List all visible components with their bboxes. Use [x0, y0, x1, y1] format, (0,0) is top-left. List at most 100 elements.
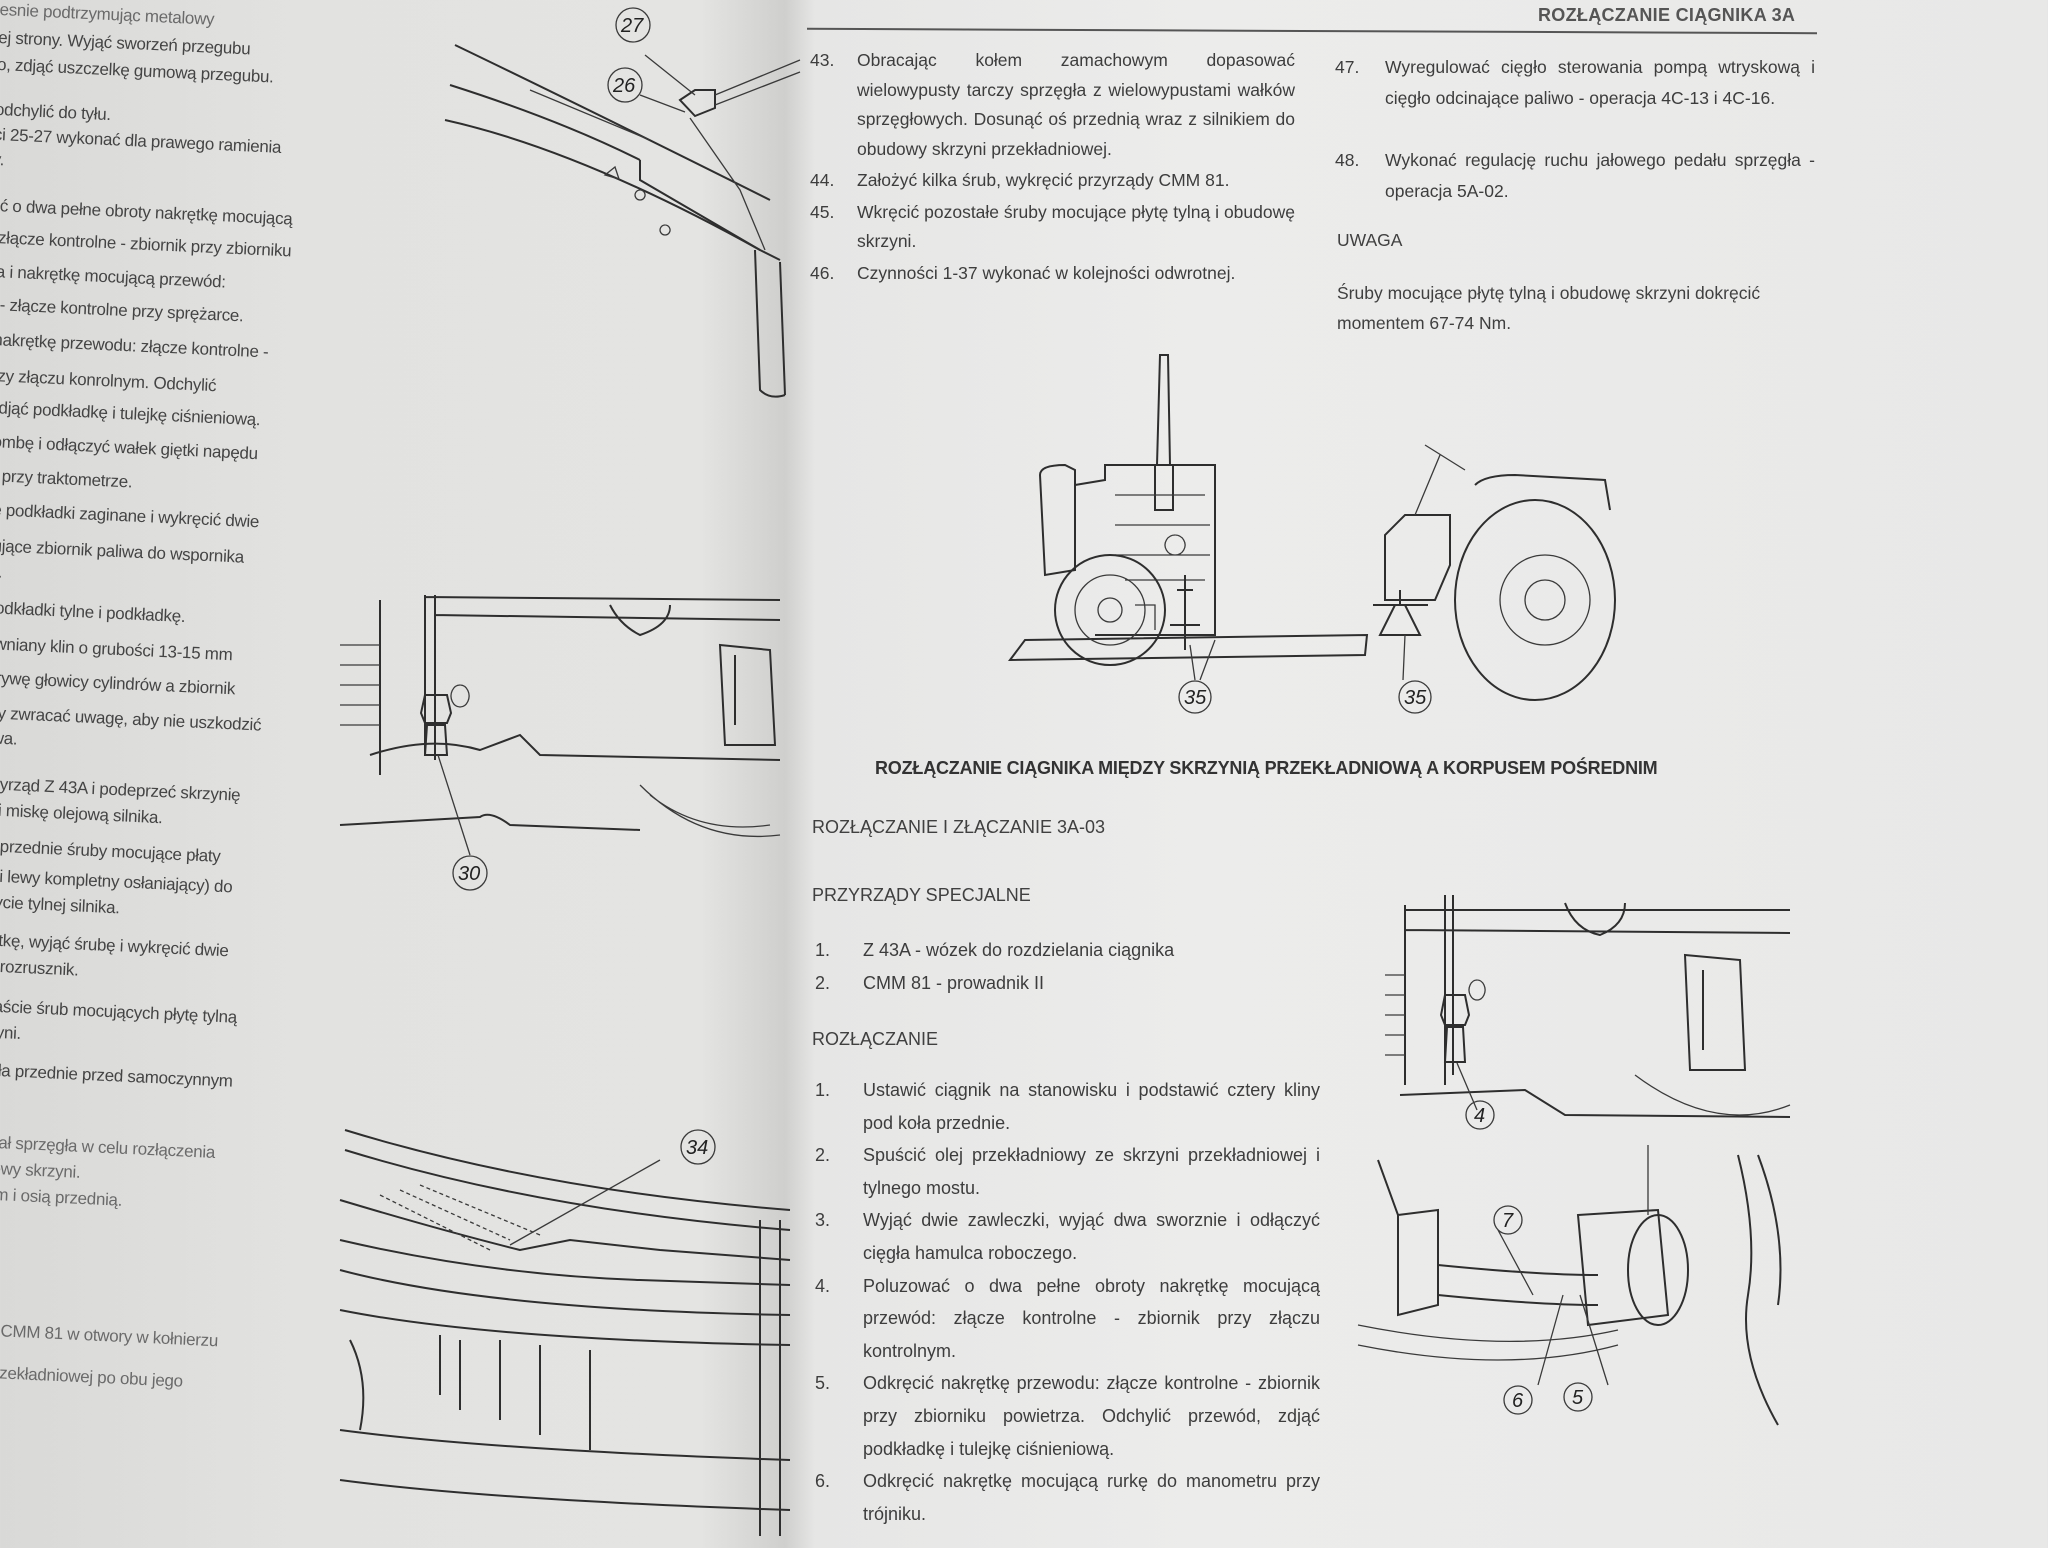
callout-26: 26	[607, 67, 643, 103]
step-text: Poluzować o dwa pełne obroty nakrętkę mo…	[863, 1275, 1320, 1361]
left-page-line: ć przyrząd Z 43A i podeprzeć skrzynię	[0, 773, 241, 805]
note-text-line-1: Śruby mocujące płytę tylną i obudowę skr…	[1337, 283, 1761, 303]
step-number: 1.	[815, 940, 831, 960]
callout-35-left: 35	[1178, 680, 1212, 714]
left-page-line: ać o dwa pełne obroty nakrętkę mocującą	[0, 195, 293, 229]
left-page-line: na pedał sprzęgła w celu rozłączenia	[0, 1131, 216, 1162]
left-page-line: ej strony. Wyjąć sworzeń przegubu	[0, 27, 251, 59]
callout-6-label: 6	[1512, 1390, 1524, 1412]
numbered-step: 47.Wyregulować cięgło sterowania pompą w…	[1335, 52, 1815, 145]
left-page-line: ową i miskę olejową silnika.	[0, 799, 163, 828]
callout-30-label: 30	[458, 863, 480, 885]
left-page-line: y skrzyni.	[0, 1021, 22, 1044]
callout-35-right-label: 35	[1404, 687, 1427, 709]
left-page-line: dwie przednie śruby mocujące płaty	[0, 835, 221, 866]
left-page-line: , zdjąć podkładkę i tulejkę ciśnieniową.	[0, 397, 261, 430]
left-page-line: pokrywę głowicy cylindrów a zbiornik	[0, 667, 236, 699]
callout-7: 7	[1493, 1205, 1523, 1235]
step-text: Wykonać regulację ruchu jałowego pedału …	[1385, 150, 1815, 201]
left-page-line: za i nakrętkę mocującą przewód:	[0, 261, 227, 292]
numbered-step: 1. Z 43A - wózek do rozdzielania ciągnika	[815, 934, 1335, 967]
left-page-line: tru przy traktometrze.	[0, 466, 133, 492]
callout-30: 30	[452, 855, 488, 891]
running-head: ROZŁĄCZANIE CIĄGNIKA 3A	[1538, 5, 1796, 25]
step-number: 2.	[815, 1145, 831, 1166]
figure-left-middle: 30	[339, 595, 781, 891]
numbered-step: 48.Wykonać regulację ruchu jałowego peda…	[1335, 145, 1815, 207]
callout-26-label: 26	[612, 75, 636, 97]
left-page-line: ci 25-27 wykonać dla prawego ramienia	[0, 124, 282, 157]
step-text: Ustawić ciągnik na stanowisku i podstawi…	[863, 1080, 1320, 1133]
left-page-line: i obudowy skrzyni.	[0, 1157, 81, 1182]
section-title: ROZŁĄCZANIE CIĄGNIKA MIĘDZY SKRZYNIĄ PRZ…	[875, 758, 1658, 778]
numbered-step: 1. Ustawić ciągnik na stanowisku i podsta…	[815, 1074, 1320, 1139]
numbered-step: 2. Spuścić olej przekładniowy ze skrzyni …	[815, 1139, 1320, 1204]
left-page-line: e podkładki tylne i podkładkę.	[0, 597, 186, 627]
figure-left-top: 27 26	[444, 7, 801, 398]
step-text: CMM 81 - prowadnik II	[863, 973, 1045, 993]
step-number: 3.	[815, 1210, 831, 1231]
step-text: Odkręcić nakrętkę mocującą rurkę do mano…	[863, 1471, 1320, 1524]
left-page-line: wie podkładki zaginane i wykręcić dwie	[0, 499, 260, 532]
step-text: Wkręcić pozostałe śruby mocujące płytę t…	[857, 201, 1295, 252]
step-number: 44.	[810, 170, 835, 190]
figure-pressure-line: 7 6 5	[1357, 1145, 1782, 1426]
step-text: Z 43A - wózek do rozdzielania ciągnika	[863, 940, 1175, 960]
left-page-line: plombę i odłączyć wałek giętki napędu	[0, 431, 259, 464]
subsection-heading: ROZŁĄCZANIE I ZŁĄCZANIE 3A-03	[812, 817, 1106, 837]
step-text: Spuścić olej przekładniowy ze skrzyni pr…	[863, 1145, 1320, 1198]
figure-tractor-split: 35 35	[1007, 354, 1616, 714]
step-number: 5.	[815, 1373, 831, 1394]
left-page-line: : nakrętkę przewodu: złącze kontrolne -	[0, 329, 269, 362]
left-page-line: a - złącze kontrolne przy sprężarce.	[0, 294, 244, 326]
step-number: 47.	[1335, 57, 1360, 77]
left-page-line: odchylić do tyłu.	[0, 99, 112, 125]
step-number: 1.	[815, 1080, 831, 1100]
left-page-line: przy złączu konrolnym. Odchylić	[0, 365, 217, 396]
callout-4-label: 4	[1474, 1105, 1485, 1127]
numbered-step: 46.Czynności 1-37 wykonać w kolejności o…	[810, 259, 1295, 289]
numbered-step: 45.Wkręcić pozostałe śruby mocujące płyt…	[810, 198, 1295, 257]
callout-7-label: 7	[1502, 1210, 1514, 1232]
step-text: Obracając kołem zamachowym dopasować wie…	[857, 50, 1295, 159]
left-page-line: y.	[0, 149, 5, 170]
callout-35-right: 35	[1398, 680, 1432, 714]
note-text-line-2: momentem 67-74 Nm.	[1337, 313, 1512, 333]
step-text: Odkręcić nakrętkę przewodu: złącze kontr…	[863, 1373, 1320, 1459]
left-page-line: zyć koła przednie przed samoczynnym	[0, 1059, 234, 1091]
step-number: 46.	[810, 262, 835, 283]
numbered-step: 6. Odkręcić nakrętkę mocującą rurkę do ma…	[815, 1465, 1320, 1530]
step-text: Założyć kilka śrub, wykręcić przyrządy C…	[857, 170, 1230, 190]
left-page-line: paliwa.	[0, 727, 18, 749]
note-heading: UWAGA	[1337, 230, 1403, 250]
numbered-step: 43. Obracając kołem zamachowym dopasować …	[810, 46, 1295, 164]
left-page-line: zyrządy CMM 81 w otwory w kołnierzu	[0, 1319, 219, 1351]
tools-heading: PRZYRZĄDY SPECJALNE	[812, 885, 1031, 905]
left-page-line: ależy zwracać uwagę, aby nie uszkodzić	[0, 702, 262, 735]
callout-6: 6	[1503, 1385, 1533, 1415]
step-number: 6.	[815, 1471, 831, 1492]
step-number: 43.	[810, 50, 835, 70]
left-page-line: ora.	[0, 561, 3, 582]
procedure-heading: ROZŁĄCZANIE	[812, 1029, 939, 1049]
left-page-line: na płycie tylnej silnika.	[0, 891, 121, 918]
left-page-line: silnikiem i osią przednią.	[0, 1182, 123, 1210]
step-text: Wyjąć dwie zawleczki, wyjąć dwa sworznie…	[863, 1210, 1320, 1263]
numbered-step: 5. Odkręcić nakrętkę przewodu: złącze kon…	[815, 1367, 1320, 1465]
callout-4: 4	[1465, 1100, 1495, 1130]
numbered-step: 3. Wyjąć dwie zawleczki, wyjąć dwa sworzn…	[815, 1204, 1320, 1269]
numbered-step: 4. Poluzować o dwa pełne obroty nakrętkę …	[815, 1270, 1320, 1368]
callout-27: 27	[615, 7, 651, 43]
left-page-line: ujące rozrusznik.	[0, 955, 79, 980]
callout-34: 34	[680, 1129, 716, 1165]
left-page-line: rawy i lewy kompletny osłaniający) do	[0, 865, 233, 897]
left-page-line: dwanaście śrub mocujących płytę tylną	[0, 994, 238, 1027]
left-page-line: ocujące zbiornik paliwa do wspornika	[0, 535, 245, 567]
callout-27-label: 27	[620, 15, 644, 37]
left-page-line: o, zdjąć uszczelkę gumową przegubu.	[0, 54, 274, 87]
left-page-line: esnie podtrzymując metalowy	[0, 0, 215, 29]
left-page-line: : złącze kontrolne - zbiornik przy zbior…	[0, 227, 292, 261]
step-number: 4.	[815, 1275, 831, 1296]
figure-brake-line: 4	[1385, 895, 1791, 1130]
